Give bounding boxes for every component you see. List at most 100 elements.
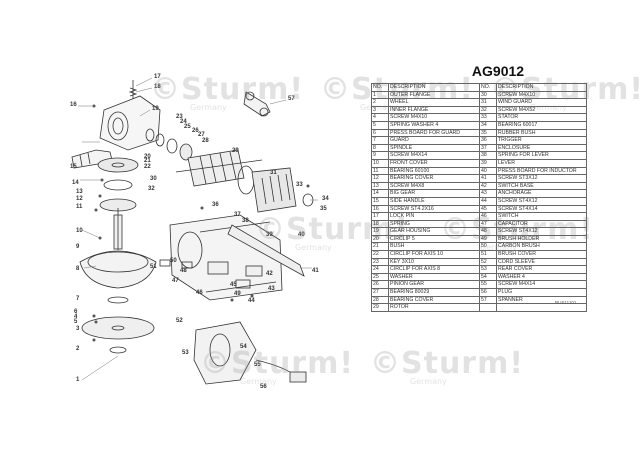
part-no-left: 13 — [371, 181, 389, 191]
part-no-right: 30 — [479, 90, 497, 100]
part-description-right: REAR COVER — [496, 265, 587, 274]
callout-number: 6 — [74, 309, 78, 315]
callout-number: 52 — [176, 318, 183, 324]
part-no-left: 3 — [371, 105, 389, 115]
part-no-right: 40 — [479, 166, 497, 176]
part-description-left: CIRCLIP 5 — [388, 234, 480, 244]
part-no-right: 36 — [479, 136, 497, 145]
part-description-right: SCREW M4X10 — [496, 90, 587, 100]
header-no-left: NO. — [371, 83, 389, 92]
part-no-right: 56 — [479, 288, 497, 297]
callout-number: 11 — [76, 204, 83, 210]
callout-number: 42 — [266, 271, 273, 277]
part-no-right: 32 — [479, 105, 497, 115]
callout-number: 24 — [180, 119, 187, 125]
cord-and-plug-part — [255, 359, 307, 383]
part-no-right: 53 — [479, 265, 497, 274]
part-no-right: 35 — [479, 128, 497, 138]
callout-number: 41 — [312, 268, 319, 274]
part-no-left: 27 — [371, 288, 389, 297]
callout-number: 10 — [76, 228, 83, 234]
callout-number: 34 — [322, 196, 329, 202]
callout-number: 49 — [234, 291, 241, 297]
callout-number: 32 — [148, 186, 155, 192]
callout-number: 3 — [76, 326, 80, 332]
part-no-right: 34 — [479, 120, 497, 130]
part-description-right: BEARING 60017 — [496, 120, 587, 130]
part-description-left: ROTOR — [388, 303, 480, 312]
part-no-left: 20 — [371, 234, 389, 244]
callout-number: 21 — [144, 158, 151, 164]
part-description-left: SPINDLE — [388, 143, 480, 153]
part-no-left: 5 — [371, 120, 389, 130]
part-description-left: SCREW ST4.2X16 — [388, 204, 480, 214]
part-description-right: RUBBER BUSH — [496, 128, 587, 138]
part-no-left: 24 — [371, 265, 389, 274]
part-no-right: 51 — [479, 250, 497, 259]
stator-part — [237, 165, 297, 213]
callout-number: 14 — [72, 180, 79, 186]
gear-housing-part — [99, 95, 161, 151]
part-no-right: 57 — [479, 295, 497, 305]
callout-number: 38 — [242, 218, 249, 224]
part-description-right: WASHER 4 — [496, 272, 587, 282]
big-gear-part — [97, 157, 139, 212]
part-no-right: 54 — [479, 272, 497, 282]
part-description-right: ENCLOSURE — [496, 143, 587, 153]
part-description-right: BRUSH HOLDER — [496, 234, 587, 244]
header-description-right: DESCRIPTION — [496, 83, 587, 92]
callout-number: 25 — [184, 124, 191, 130]
part-description-left: BEARING COVER — [388, 295, 480, 305]
part-no-right: 33 — [479, 113, 497, 122]
part-description-left: CIRCLIP FOR AXIS 8 — [388, 265, 480, 274]
part-no-left: 6 — [371, 128, 389, 138]
callout-number: 12 — [76, 196, 83, 202]
spindle-part — [113, 208, 123, 250]
callout-number: 31 — [270, 170, 277, 176]
part-no-right: 50 — [479, 242, 497, 252]
part-description-right: ANCHORAGE — [496, 189, 587, 198]
part-no-left: 7 — [371, 136, 389, 145]
part-no-left: 9 — [371, 151, 389, 160]
part-description-left: LOCK PIN — [388, 212, 480, 221]
callout-number: 55 — [254, 362, 261, 368]
pinion-bearing-stack — [145, 128, 193, 161]
part-description-left: PINION GEAR — [388, 280, 480, 290]
callout-number: 30 — [150, 176, 157, 182]
part-description-left: SCREW M4X8 — [388, 181, 480, 191]
part-description-right: TRIGGER — [496, 136, 587, 145]
part-description-right: WIND GUARD — [496, 98, 587, 107]
part-description-right: BRUSH COVER — [496, 250, 587, 259]
part-description-left: BIG GEAR — [388, 189, 480, 198]
part-description-left: SIDE HANDLE — [388, 196, 480, 206]
flange-and-wheel-parts — [81, 296, 155, 354]
callout-number: 16 — [70, 102, 77, 108]
part-description-right: SCREW M4X14 — [496, 280, 587, 290]
part-description-left: WASHER — [388, 272, 480, 282]
part-description-left: BEARING 60100 — [388, 166, 480, 176]
part-no-left: 12 — [371, 174, 389, 183]
rear-cover-part — [193, 321, 257, 385]
part-description-left: BEARING 80029 — [388, 288, 480, 297]
part-no-left: 14 — [371, 189, 389, 198]
callout-number: 47 — [172, 278, 179, 284]
part-no-left: 25 — [371, 272, 389, 282]
part-no-left: 23 — [371, 257, 389, 267]
part-no-right: 42 — [479, 181, 497, 191]
part-no-right: 39 — [479, 158, 497, 168]
callout-number: 28 — [202, 138, 209, 144]
callout-number: 36 — [212, 202, 219, 208]
